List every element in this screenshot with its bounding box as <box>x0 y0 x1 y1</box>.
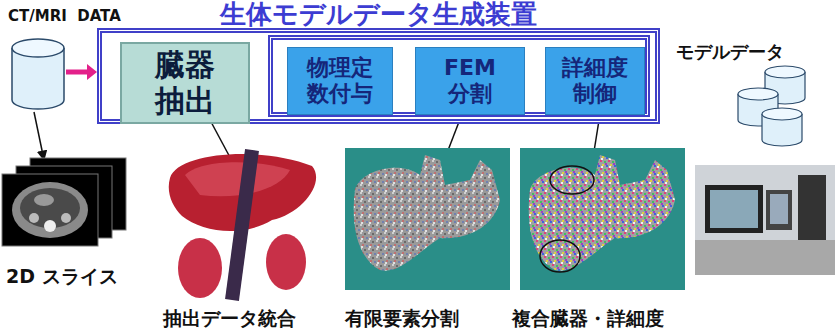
caption-label: 2D スライス <box>6 266 118 288</box>
caption-label: 有限要素分割 <box>345 308 459 330</box>
outer-frame: 生体モデルデータ生成装置臓器 抽出物理定 数付与FEM 分割詳細度 制御 <box>97 28 660 124</box>
box-label: FEM 分割 <box>435 55 505 108</box>
process-box: 詳細度 制御 <box>545 47 645 115</box>
process-box: FEM 分割 <box>415 47 525 115</box>
caption-label: 複合臓器・詳細度 <box>512 308 664 330</box>
caption-label: CT/MRI DATA <box>8 8 121 25</box>
panel-title: 生体モデルデータ生成装置 <box>102 0 655 28</box>
box-label: 詳細度 制御 <box>560 55 630 108</box>
process-box: 臓器 抽出 <box>120 42 250 124</box>
box-label: 臓器 抽出 <box>152 47 218 119</box>
box-label: 物理定 数付与 <box>305 55 375 108</box>
caption-label: 抽出データ統合 <box>163 308 296 330</box>
process-box: 物理定 数付与 <box>287 47 393 115</box>
caption-label: モデルデータ <box>676 42 784 63</box>
